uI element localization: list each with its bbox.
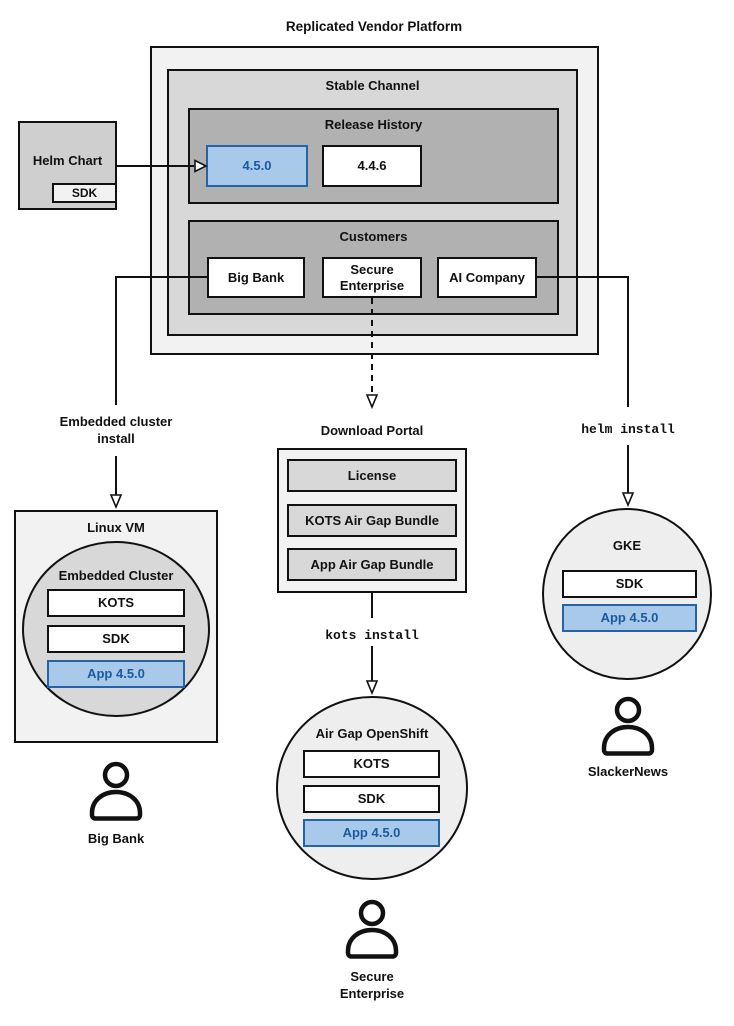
airgap-app-box: App 4.5.0 <box>303 819 440 847</box>
kots-install-label: kots install <box>325 628 419 643</box>
release-version-450: 4.5.0 <box>206 145 308 187</box>
arrowhead-down-linux-vm <box>109 494 123 510</box>
diagram-title: Replicated Vendor Platform <box>285 19 463 34</box>
customer-big-bank: Big Bank <box>207 257 305 298</box>
gke-sdk-box: SDK <box>562 570 697 598</box>
arrowhead-down-gke <box>621 492 635 508</box>
big-bank-user-icon <box>89 761 143 821</box>
gke-app-box: App 4.5.0 <box>562 604 697 632</box>
helm-chart-label: Helm Chart <box>32 153 103 168</box>
helm-install-label: helm install <box>581 422 675 437</box>
arrowhead-down-portal <box>365 394 379 410</box>
customers-label: Customers <box>339 229 408 244</box>
helm-chart-sdk-box: SDK <box>52 183 117 203</box>
gke-label: GKE <box>612 538 642 553</box>
slackernews-user-icon <box>601 696 655 756</box>
embedded-cluster-label: Embedded Cluster <box>58 568 174 583</box>
secure-enterprise-user-label: Secure Enterprise <box>339 969 405 1001</box>
arrowhead-down-openshift <box>365 680 379 696</box>
airgap-sdk-box: SDK <box>303 785 440 813</box>
embedded-sdk-box: SDK <box>47 625 185 653</box>
embedded-kots-box: KOTS <box>47 589 185 617</box>
license-box: License <box>287 459 457 492</box>
customer-ai-company: AI Company <box>437 257 537 298</box>
release-history-label: Release History <box>324 117 423 132</box>
app-airgap-bundle-box: App Air Gap Bundle <box>287 548 457 581</box>
download-portal-label: Download Portal <box>320 423 424 438</box>
stable-channel-label: Stable Channel <box>325 78 420 93</box>
linux-vm-label: Linux VM <box>87 520 145 535</box>
airgap-kots-box: KOTS <box>303 750 440 778</box>
embedded-app-box: App 4.5.0 <box>47 660 185 688</box>
embedded-install-label: Embedded cluster install <box>59 414 173 446</box>
customer-secure-enterprise: Secure Enterprise <box>322 257 422 298</box>
secure-enterprise-user-icon <box>345 899 399 959</box>
big-bank-user-label: Big Bank <box>87 831 145 846</box>
airgap-openshift-label: Air Gap OpenShift <box>315 726 429 741</box>
kots-airgap-bundle-box: KOTS Air Gap Bundle <box>287 504 457 537</box>
release-version-446: 4.4.6 <box>322 145 422 187</box>
slackernews-user-label: SlackerNews <box>587 764 669 779</box>
